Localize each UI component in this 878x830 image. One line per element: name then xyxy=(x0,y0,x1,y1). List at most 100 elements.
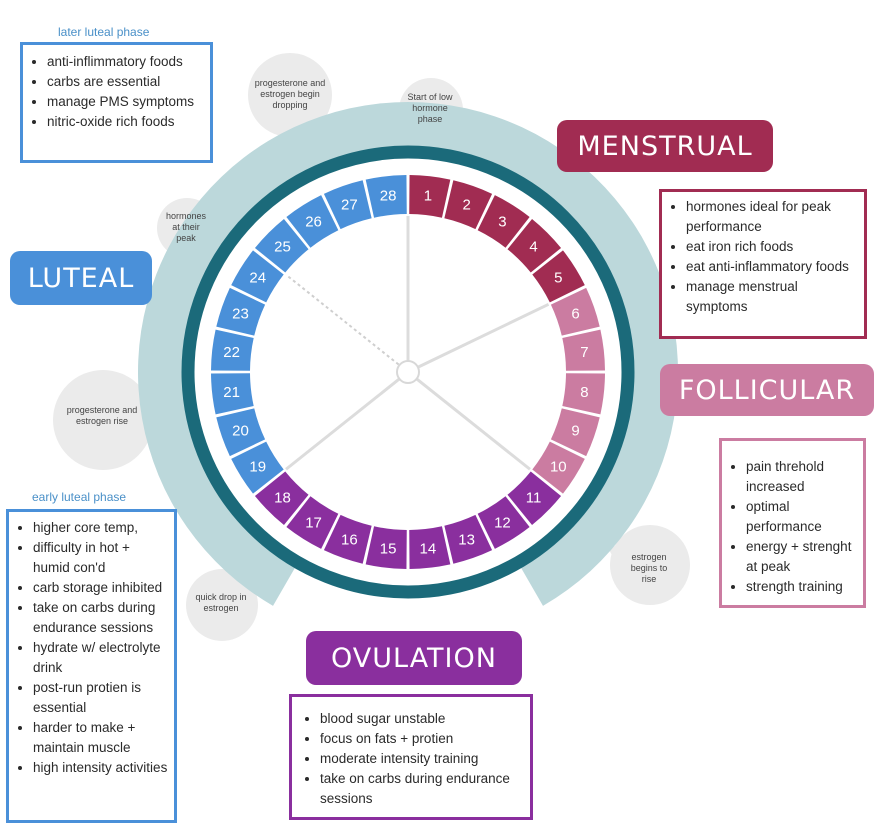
estrogen-rise-label: estrogen begins to rise xyxy=(630,552,668,584)
list-item: eat iron rich foods xyxy=(686,237,858,257)
list-item: eat anti-inflammatory foods xyxy=(686,257,858,277)
ovulation-card: blood sugar unstable focus on fats + pro… xyxy=(289,694,533,820)
day-segment xyxy=(409,175,451,218)
list-item: hydrate w/ electrolyte drink xyxy=(33,638,170,678)
list-item: blood sugar unstable xyxy=(320,709,522,729)
ovulation-title: OVULATION xyxy=(306,631,522,685)
day-segment xyxy=(562,329,605,371)
follicular-title: FOLLICULAR xyxy=(660,364,874,416)
hormones-dropping-label: progesterone and estrogen begin dropping xyxy=(254,78,326,110)
day-segment xyxy=(477,496,530,549)
phase-spoke xyxy=(285,370,409,471)
day-label: 7 xyxy=(580,344,588,361)
day-segment xyxy=(365,175,407,218)
follicular-card: pain threhold increased optimal performa… xyxy=(719,438,866,608)
list-item: pain threhold increased xyxy=(746,457,859,497)
list-item: difficulty in hot + humid con'd xyxy=(33,538,170,578)
day-label: 13 xyxy=(458,532,475,549)
day-segment xyxy=(323,180,372,230)
day-segment xyxy=(323,514,372,564)
day-segment xyxy=(532,250,585,303)
day-label: 3 xyxy=(498,214,506,231)
day-segment xyxy=(444,180,493,230)
day-label: 24 xyxy=(249,270,266,287)
day-label: 4 xyxy=(529,238,537,255)
day-segment xyxy=(216,408,266,457)
menstrual-card: hormones ideal for peak performance eat … xyxy=(659,189,867,339)
day-label: 10 xyxy=(550,458,567,475)
start-low-hormone-label: Start of low hormone phase xyxy=(407,92,453,124)
day-label: 28 xyxy=(380,188,397,205)
day-label: 14 xyxy=(420,540,437,557)
day-label: 17 xyxy=(305,514,322,531)
hormones-peak-label: hormones at their peak xyxy=(165,211,207,243)
list-item: nitric-oxide rich foods xyxy=(47,112,206,132)
day-segment xyxy=(254,218,309,273)
day-label: 11 xyxy=(526,490,542,507)
day-label: 16 xyxy=(341,532,358,549)
wheel-hub xyxy=(396,360,420,384)
list-item: harder to make + maintain muscle xyxy=(33,718,170,758)
day-segment xyxy=(286,496,339,549)
day-label: 22 xyxy=(223,344,240,361)
phase-spoke xyxy=(407,370,531,471)
day-label: 1 xyxy=(424,188,432,205)
day-segment xyxy=(231,250,284,303)
day-segment xyxy=(507,218,562,273)
early-luteal-card: higher core temp, difficulty in hot + hu… xyxy=(6,509,177,823)
outer-ring xyxy=(181,145,635,599)
early-luteal-caption: early luteal phase xyxy=(32,490,127,504)
day-label: 12 xyxy=(494,514,511,531)
later-luteal-card: anti-inflimmatory foods carbs are essent… xyxy=(20,42,213,163)
day-label: 2 xyxy=(462,196,470,213)
list-item: moderate intensity training xyxy=(320,749,522,769)
list-item: higher core temp, xyxy=(33,518,170,538)
day-segment xyxy=(562,373,605,415)
day-segment xyxy=(409,526,451,569)
day-label: 20 xyxy=(232,423,249,440)
list-item: take on carbs during endurance sessions xyxy=(320,769,522,809)
estrogen-bubble xyxy=(608,525,690,605)
day-label: 15 xyxy=(380,540,397,557)
day-segment xyxy=(550,287,600,336)
day-label: 8 xyxy=(580,384,588,401)
day-label: 18 xyxy=(274,490,291,507)
list-item: energy + strenght at peak xyxy=(746,537,859,577)
list-item: focus on fats + protien xyxy=(320,729,522,749)
list-item: carb storage inhibited xyxy=(33,578,170,598)
day-label: 23 xyxy=(232,305,249,322)
list-item: high intensity activities xyxy=(33,758,170,778)
day-label: 21 xyxy=(223,384,240,401)
day-label: 6 xyxy=(571,305,579,322)
list-item: strength training xyxy=(746,577,859,597)
list-item: manage menstrual symptoms xyxy=(686,277,858,317)
day-segment xyxy=(254,471,309,526)
day-label: 5 xyxy=(554,270,562,287)
day-segment xyxy=(532,441,585,494)
later-luteal-caption: later luteal phase xyxy=(58,25,150,39)
list-item: anti-inflimmatory foods xyxy=(47,52,206,72)
day-label: 9 xyxy=(571,423,579,440)
day-segment xyxy=(211,373,254,415)
luteal-title: LUTEAL xyxy=(10,251,152,305)
day-segment xyxy=(211,329,254,371)
list-item: post-run protien is essential xyxy=(33,678,170,718)
day-label: 27 xyxy=(341,196,358,213)
day-segment xyxy=(365,526,407,569)
hormones-rise-label: progesterone and estrogen rise xyxy=(66,405,138,426)
day-label: 19 xyxy=(249,458,266,475)
list-item: optimal performance xyxy=(746,497,859,537)
estrogen-drop-label: quick drop in estrogen xyxy=(195,592,247,613)
day-segment xyxy=(286,195,339,248)
day-segment xyxy=(231,441,284,494)
day-segment xyxy=(216,287,266,336)
list-item: take on carbs during endurance sessions xyxy=(33,598,170,638)
list-item: hormones ideal for peak performance xyxy=(686,197,858,237)
late-luteal-spoke xyxy=(285,273,409,373)
phase-spoke xyxy=(407,302,550,374)
day-segment xyxy=(550,408,600,457)
day-segment xyxy=(507,471,562,526)
menstrual-title: MENSTRUAL xyxy=(557,120,773,172)
day-segment xyxy=(444,514,493,564)
